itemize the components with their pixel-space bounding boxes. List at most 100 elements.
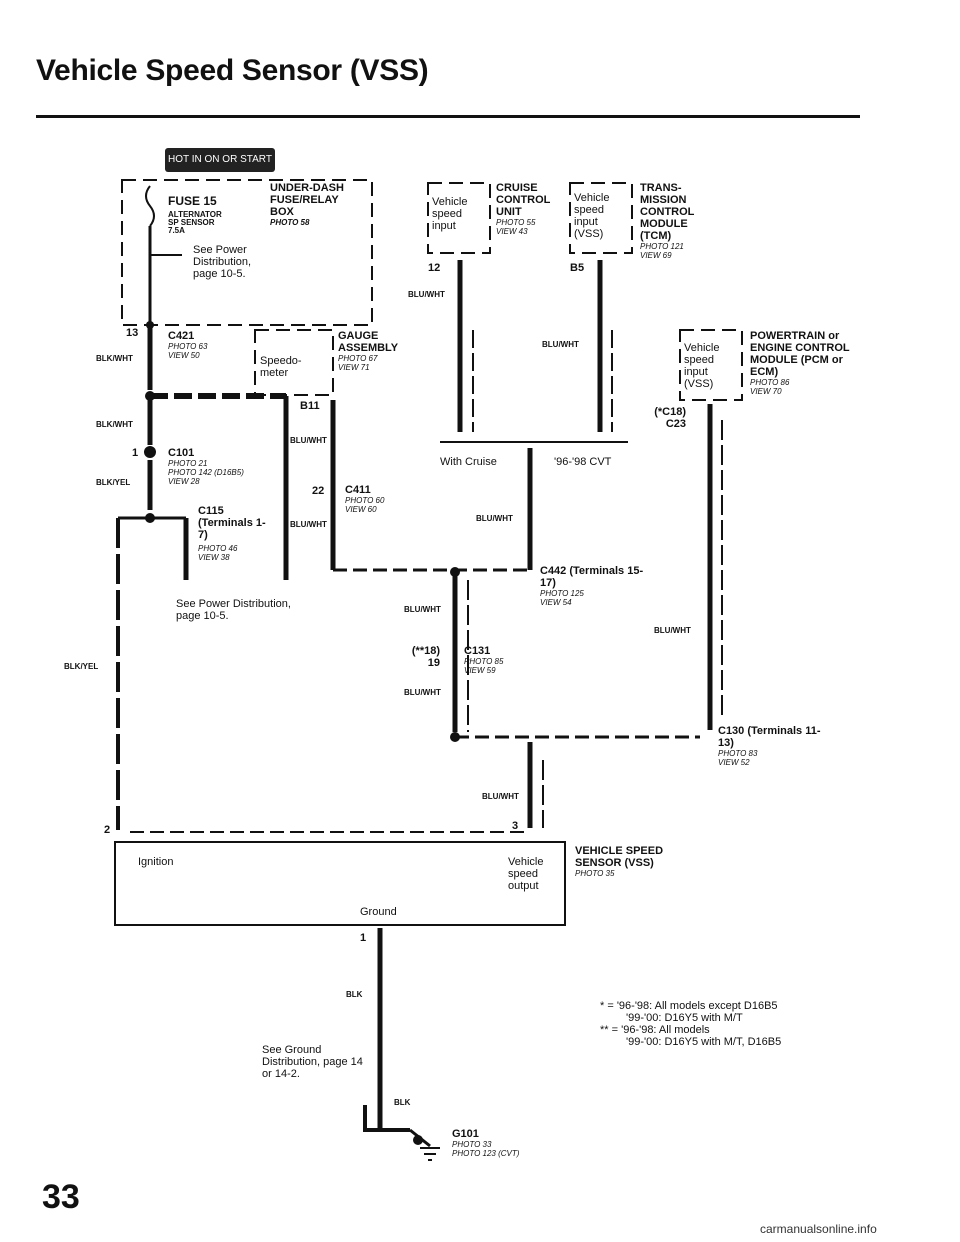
c131-pin: (**18) 19 xyxy=(411,645,440,669)
vss-label: VEHICLE SPEED SENSOR (VSS) PHOTO 35 xyxy=(575,845,665,878)
fuse-sub1: ALTERNATOR xyxy=(168,210,222,219)
c411-pin: 22 xyxy=(312,485,325,497)
fuse-name: FUSE 15 xyxy=(168,194,217,208)
c421-pin: 13 xyxy=(126,327,139,339)
vss-pin-out: 3 xyxy=(512,820,519,832)
title-rule xyxy=(36,115,860,118)
underdash-label: UNDER-DASH FUSE/RELAY BOX PHOTO 58 xyxy=(270,182,360,227)
fuse-see: See Power Distribution, page 10-5. xyxy=(193,244,252,280)
gauge-inner: Speedo-meter xyxy=(260,355,302,379)
page-title: Vehicle Speed Sensor (VSS) xyxy=(36,54,429,87)
c101-photo2: PHOTO 142 (D16B5) xyxy=(168,468,244,477)
fuse-sub2: SP SENSOR xyxy=(168,218,215,227)
gauge-name: GAUGE ASSEMBLY xyxy=(338,330,399,354)
pcm-inner: Vehicle speed input (VSS) xyxy=(684,342,720,390)
c421-photo: PHOTO 63 xyxy=(168,342,208,351)
pcm-photo: PHOTO 86 xyxy=(750,378,790,387)
wire-label-bluwht-c: BLU/WHT xyxy=(408,290,445,299)
hot-badge: HOT IN ON OR START xyxy=(165,148,275,172)
wire-label-bluwht-g1: BLU/WHT xyxy=(290,436,327,445)
tcm-inner: Vehicle speed input (VSS) xyxy=(574,192,610,240)
g101-photo: PHOTO 33 xyxy=(452,1140,492,1149)
ground-symbol xyxy=(420,1147,440,1161)
c411-photo: PHOTO 60 xyxy=(345,496,385,505)
c101-label: C101 PHOTO 21 PHOTO 142 (D16B5) VIEW 28 xyxy=(168,447,244,486)
see-ground-label: See Ground Distribution, page 14 or 14-2… xyxy=(262,1044,363,1080)
vss-ground: Ground xyxy=(360,906,397,918)
c115-photo: PHOTO 46 xyxy=(198,544,238,553)
wire-label-bluwht-j: BLU/WHT xyxy=(476,514,513,523)
splice-c115 xyxy=(145,513,155,523)
splice-c421 xyxy=(146,321,154,329)
vss-ignition: Ignition xyxy=(138,856,174,868)
splice-g101 xyxy=(413,1135,423,1145)
splice-c101 xyxy=(144,446,156,458)
tcm-pin: B5 xyxy=(570,262,585,274)
c130-photo: PHOTO 83 xyxy=(718,749,758,758)
tcm-box xyxy=(569,182,633,254)
footer-source: carmanualsonline.info xyxy=(760,1222,877,1236)
splice-c130 xyxy=(450,732,460,742)
pcm-box xyxy=(679,329,743,401)
fuse-symbol xyxy=(145,185,155,227)
cruise-box xyxy=(427,182,491,254)
pcm-label: POWERTRAIN or ENGINE CONTROL MODULE (PCM… xyxy=(750,330,860,396)
note-2b: '99-'00: D16Y5 with M/T, D16B5 xyxy=(626,1036,782,1048)
gauge-view: VIEW 71 xyxy=(338,363,370,372)
pcm-view: VIEW 70 xyxy=(750,387,782,396)
c411-view: VIEW 60 xyxy=(345,505,377,514)
c442-view: VIEW 54 xyxy=(540,598,572,607)
wire-label-blkwht-1: BLK/WHT xyxy=(96,354,133,363)
wire-label-blkwht-2: BLK/WHT xyxy=(96,420,133,429)
c411-label: C411 PHOTO 60 VIEW 60 xyxy=(345,484,384,514)
pcm-name: POWERTRAIN or ENGINE CONTROL MODULE (PCM… xyxy=(750,330,850,378)
wire-label-blk-2: BLK xyxy=(394,1098,411,1107)
wire-label-blkyel-2: BLK/YEL xyxy=(64,662,99,671)
c421-name: C421 xyxy=(168,330,195,342)
tcm-view: VIEW 69 xyxy=(640,251,672,260)
underdash-title: UNDER-DASH FUSE/RELAY BOX xyxy=(270,182,344,218)
c101-photo: PHOTO 21 xyxy=(168,459,208,468)
see-power-label: See Power Distribution, page 10-5. xyxy=(176,598,291,622)
c442-label: C442 (Terminals 15-17) PHOTO 125 VIEW 54 xyxy=(540,565,650,607)
wire-label-blk-1: BLK xyxy=(346,990,363,999)
c131-view: VIEW 59 xyxy=(464,666,496,675)
c442-name: C442 (Terminals 15-17) xyxy=(540,565,644,589)
vss-name: VEHICLE SPEED SENSOR (VSS) xyxy=(575,845,664,869)
c101-name: C101 xyxy=(168,447,195,459)
c131-name: C131 xyxy=(464,645,491,657)
wire-label-bluwht-c442: BLU/WHT xyxy=(404,605,441,614)
fuse-sub: ALTERNATOR SP SENSOR 7.5A xyxy=(168,211,222,235)
notes: * = '96-'98: All models except D16B5 '99… xyxy=(600,1000,860,1048)
gauge-photo: PHOTO 67 xyxy=(338,354,378,363)
tcm-label: TRANS-MISSION CONTROL MODULE (TCM) PHOTO… xyxy=(640,182,720,260)
vss-photo: PHOTO 35 xyxy=(575,869,615,878)
note-1: * = '96-'98: All models except D16B5 xyxy=(600,1000,778,1012)
c115-label: C115 (Terminals 1-7) PHOTO 46 VIEW 38 xyxy=(198,505,268,562)
vss-pin-gnd: 1 xyxy=(360,932,367,944)
note-1b: '99-'00: D16Y5 with M/T xyxy=(626,1012,743,1024)
c101-view: VIEW 28 xyxy=(168,477,200,486)
gauge-pin: B11 xyxy=(300,400,320,412)
c101-pin: 1 xyxy=(132,447,139,459)
vss-box xyxy=(114,841,566,926)
wire-label-blkyel-1: BLK/YEL xyxy=(96,478,131,487)
vss-pin-ign: 2 xyxy=(104,824,111,836)
g101-label: G101 PHOTO 33 PHOTO 123 (CVT) xyxy=(452,1128,519,1158)
g101-photo2: PHOTO 123 (CVT) xyxy=(452,1149,520,1158)
tcm-name: TRANS-MISSION CONTROL MODULE (TCM) xyxy=(640,182,695,242)
underdash-photo: PHOTO 58 xyxy=(270,218,310,227)
c421-view: VIEW 50 xyxy=(168,351,200,360)
cruise-inner: Vehicle speed input xyxy=(432,196,468,232)
c421-label: C421 PHOTO 63 VIEW 50 xyxy=(168,330,207,360)
note-2: ** = '96-'98: All models xyxy=(600,1024,710,1036)
c115-view: VIEW 38 xyxy=(198,553,230,562)
wire-label-bluwht-c131: BLU/WHT xyxy=(404,688,441,697)
cvt-label: '96-'98 CVT xyxy=(554,456,612,468)
c131-photo: PHOTO 85 xyxy=(464,657,504,666)
c130-name: C130 (Terminals 11-13) xyxy=(718,725,821,749)
c130-label: C130 (Terminals 11-13) PHOTO 83 VIEW 52 xyxy=(718,725,828,767)
wire-ground-lower xyxy=(363,1105,410,1132)
cruise-view: VIEW 43 xyxy=(496,227,528,236)
